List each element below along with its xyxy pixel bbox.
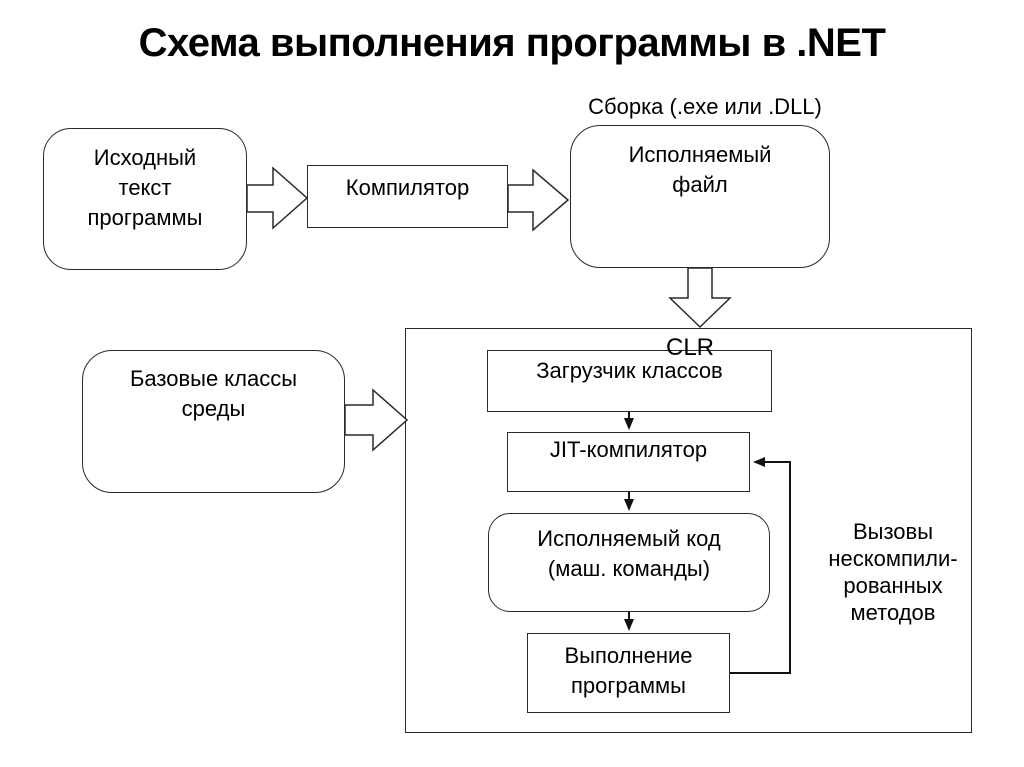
node-source-code: Исходный текст программы [43,128,247,270]
node-machine-code: Исполняемый код (маш. команды) [488,513,770,612]
arrow-executable-to-clr [668,267,732,329]
arrow-source-to-compiler [246,166,309,230]
node-compiler: Компилятор [307,165,508,228]
clr-label: CLR [665,334,714,361]
node-jit-compiler: JIT-компилятор [507,432,750,492]
page-title: Схема выполнения программы в .NET [138,21,886,65]
node-class-loader: Загрузчик классов [487,350,772,412]
node-executable-file: Исполняемый файл [570,125,830,268]
node-program-execution: Выполнение программы [527,633,730,713]
node-base-classes: Базовые классы среды [82,350,345,493]
uncompiled-calls-note: Вызовы нескомпили- рованных методов [828,519,958,625]
arrow-compiler-to-executable [507,168,570,232]
arrow-baseclasses-to-clr [344,388,409,452]
assembly-caption: Сборка (.exe или .DLL) [588,94,822,119]
